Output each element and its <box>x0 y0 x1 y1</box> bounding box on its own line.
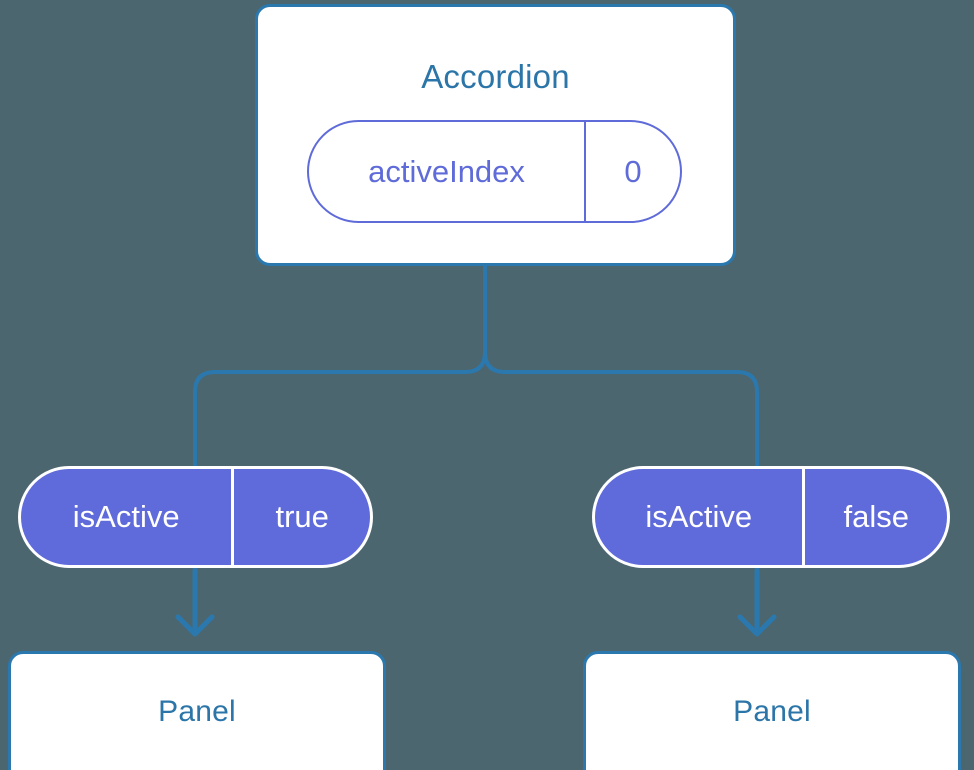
panel-component-left-title: Panel <box>158 695 236 728</box>
right-prop-to-panel-arrow-head <box>737 614 777 637</box>
prop-pill-is-active-right-key: isActive <box>645 499 753 534</box>
panel-component-left-box[interactable]: Panel <box>8 651 386 770</box>
panel-component-right-box[interactable]: Panel <box>583 651 961 770</box>
prop-pill-is-active-left-value: true <box>231 469 370 565</box>
prop-pill-is-active-right-value: false <box>802 469 947 565</box>
state-pill-active-index-value: 0 <box>584 122 680 221</box>
state-pill-active-index-key: activeIndex <box>368 153 525 189</box>
root-to-branch-split-path-right <box>483 264 759 468</box>
accordion-title: Accordion <box>421 58 570 95</box>
prop-pill-is-active-left-key: isActive <box>72 499 180 534</box>
root-to-branch-split-path <box>193 264 487 468</box>
panel-component-right-title: Panel <box>733 695 811 728</box>
state-pill-active-index[interactable]: activeIndex 0 <box>307 120 682 223</box>
left-prop-to-panel-arrow-head <box>175 614 215 637</box>
prop-pill-is-active-right[interactable]: isActive false <box>592 466 950 568</box>
prop-pill-is-active-left[interactable]: isActive true <box>18 466 373 568</box>
